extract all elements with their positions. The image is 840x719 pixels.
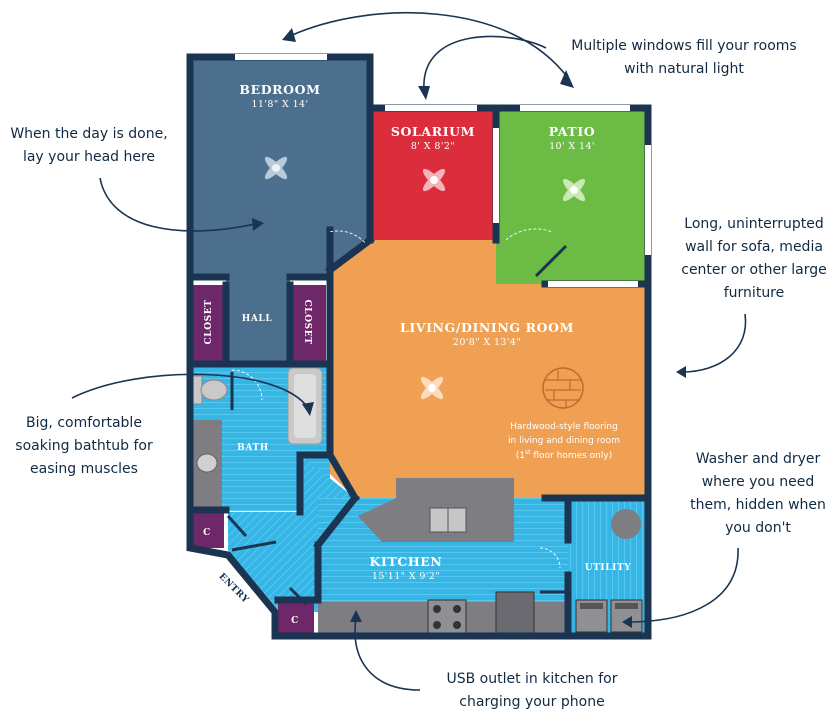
ceiling-fan-icon: [264, 156, 288, 180]
water-heater: [611, 509, 641, 539]
window: [548, 281, 638, 287]
hardwood-floor-icon: [542, 367, 584, 409]
callout-bedroom-line2: lay your head here: [22, 149, 156, 165]
bath-sink: [196, 453, 218, 473]
callout-wall-line1: Long, uninterrupted: [684, 216, 824, 232]
callout-wall-line4: furniture: [723, 285, 785, 301]
solarium-dims: 8' X 8'2": [411, 141, 455, 152]
closet-right-label: CLOSET: [302, 300, 312, 345]
callout-bathtub-line2: soaking bathtub for: [15, 438, 153, 454]
kitchen-label: KITCHEN: [370, 554, 443, 569]
ceiling-fan-icon: [420, 376, 444, 400]
closet-left-area: [190, 285, 226, 361]
patio-label: PATIO: [549, 124, 596, 139]
doors: [226, 228, 568, 606]
stove: [427, 599, 467, 635]
flooring-note-line3: (1st floor homes only): [516, 449, 612, 461]
closet-c1-area: [190, 512, 224, 548]
hall-label: HALL: [242, 314, 273, 324]
bath-label: BATH: [237, 443, 269, 453]
closet-right-area: [290, 285, 326, 361]
callout-bedroom-line1: When the day is done,: [10, 126, 168, 142]
window: [520, 105, 630, 111]
flooring-note-line1: Hardwood-style flooring: [510, 422, 618, 432]
entry-area: [228, 455, 355, 612]
living-label: LIVING/DINING ROOM: [400, 320, 574, 335]
closet-c2-label: C: [291, 616, 299, 626]
toilet-bowl: [200, 379, 228, 401]
window: [385, 105, 477, 111]
callout-bedroom: When the day is done, lay your head here: [6, 123, 172, 169]
closet-c2-area: [278, 600, 314, 636]
ceiling-fan-icon: [422, 168, 446, 192]
callout-bathtub-line1: Big, comfortable: [26, 415, 142, 431]
closet-c1-label: C: [203, 528, 211, 538]
callout-windows-line1: Multiple windows fill your rooms: [571, 38, 797, 54]
callout-usb-line1: USB outlet in kitchen for: [446, 671, 618, 687]
window: [493, 128, 499, 223]
refrigerator: [495, 591, 535, 637]
callout-arrows: [71, 12, 747, 691]
callout-laundry-line2: where you need: [701, 474, 815, 490]
flooring-note-line2: in living and dining room: [508, 436, 620, 446]
patio-dims: 10' X 14': [549, 141, 595, 152]
callout-laundry-line1: Washer and dryer: [695, 451, 821, 467]
callout-laundry-line3: them, hidden when: [690, 497, 826, 513]
callout-usb-line2: charging your phone: [459, 694, 605, 710]
bedroom-dims: 11'8" X 14': [251, 99, 308, 110]
living-area: [330, 240, 650, 498]
callout-wall-line3: center or other large: [681, 262, 827, 278]
callout-wall-line2: wall for sofa, media: [685, 239, 823, 255]
callout-wall: Long, uninterrupted wall for sofa, media…: [670, 213, 838, 305]
kitchen-dims: 15'11" X 9'2": [372, 571, 440, 582]
callout-bathtub-line3: easing muscles: [30, 461, 138, 477]
closet-left-label: CLOSET: [204, 300, 214, 345]
ceiling-fan-icon: [562, 178, 586, 202]
hall-area: [226, 277, 290, 361]
window: [235, 54, 327, 60]
solarium-label: SOLARIUM: [391, 124, 475, 139]
living-dims: 20'8" X 13'4": [453, 337, 521, 348]
callout-usb: USB outlet in kitchen for charging your …: [424, 668, 640, 714]
bedroom-label: BEDROOM: [239, 82, 320, 97]
window: [645, 145, 651, 255]
callout-laundry: Washer and dryer where you need them, hi…: [676, 448, 840, 540]
callout-windows-line2: with natural light: [624, 61, 744, 77]
utility-label: UTILITY: [585, 563, 632, 573]
callout-windows: Multiple windows fill your rooms with na…: [566, 35, 802, 81]
callout-bathtub: Big, comfortable soaking bathtub for eas…: [4, 412, 164, 481]
callout-laundry-line4: you don't: [725, 520, 791, 536]
